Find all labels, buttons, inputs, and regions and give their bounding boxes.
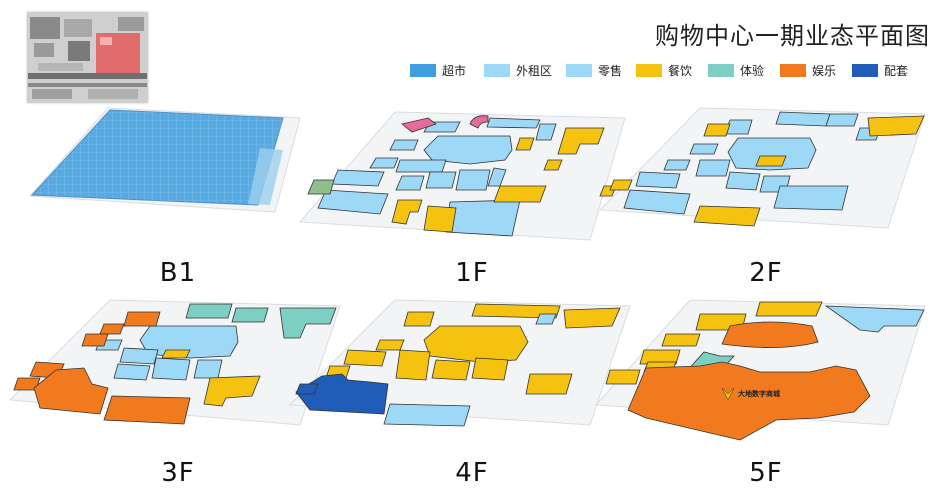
legend-item-experience: 体验	[708, 62, 764, 78]
floor-plan-b1	[28, 107, 301, 213]
legend-item-dining: 餐饮	[636, 62, 692, 78]
legend-swatch	[708, 63, 734, 77]
legend-swatch	[852, 63, 878, 77]
floor-plan-3f	[8, 299, 341, 426]
legend: 超市 外租区 零售 餐饮 体验 娱乐 配套	[410, 62, 940, 82]
floor-label-3f: 3F	[161, 458, 195, 488]
floor-label-1f: 1F	[455, 258, 489, 288]
page-title: 购物中心一期业态平面图	[655, 22, 930, 50]
legend-label: 餐饮	[668, 63, 693, 78]
floor-plan-1f	[298, 111, 626, 241]
legend-label: 体验	[740, 63, 765, 78]
floor-label-4f: 4F	[455, 458, 489, 488]
legend-item-leased: 外租区	[484, 62, 552, 78]
floor-plan-4f	[288, 299, 631, 427]
floor-label-2f: 2F	[749, 258, 783, 288]
watermark-text: 大地数字商城	[738, 389, 780, 398]
watermark-logo: 大地数字商城	[721, 387, 780, 401]
legend-label: 娱乐	[812, 63, 837, 78]
legend-swatch	[780, 63, 806, 77]
legend-swatch	[410, 63, 436, 77]
legend-label: 配套	[884, 63, 909, 78]
floor-plan-5f: 大地数字商城	[594, 299, 926, 441]
legend-label: 零售	[598, 63, 623, 78]
legend-item-supermarket: 超市	[410, 62, 466, 78]
site-map-image	[28, 13, 147, 102]
floor-label-5f: 5F	[749, 458, 783, 488]
legend-label: 超市	[442, 63, 467, 78]
legend-label: 外租区	[516, 63, 553, 78]
legend-item-support: 配套	[852, 62, 908, 78]
site-thumbnail	[27, 12, 148, 103]
legend-item-entertainment: 娱乐	[780, 62, 836, 78]
watermark-mark	[721, 387, 735, 401]
legend-swatch	[566, 63, 592, 77]
legend-swatch	[636, 63, 662, 77]
floor-label-b1: B1	[159, 258, 197, 288]
legend-item-retail: 零售	[566, 62, 622, 78]
floor-plan-2f	[598, 107, 926, 229]
legend-swatch	[484, 63, 510, 77]
